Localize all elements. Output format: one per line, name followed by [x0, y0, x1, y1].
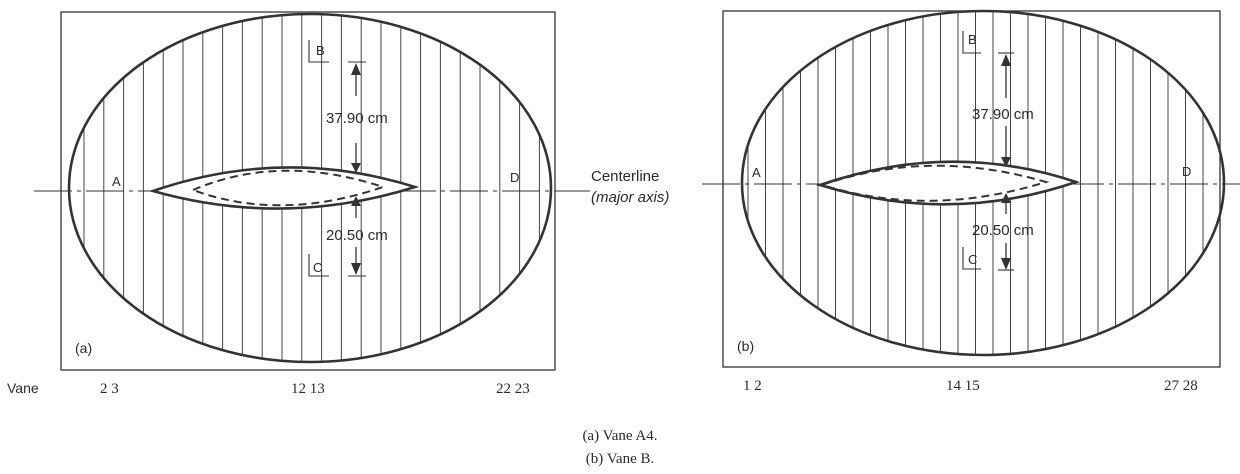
major-axis-label: (major axis)	[591, 189, 669, 206]
panel-b-dimension-lower: 20.50 cm	[972, 222, 1034, 239]
panel-b-vane-number-middle: 14 15	[946, 378, 980, 394]
panel-a-label-b: B	[316, 43, 325, 58]
panel-b-tag: (b)	[737, 338, 754, 354]
panel-b-c-marker	[962, 247, 981, 270]
panel-a-lower-arrowhead	[351, 263, 361, 275]
panel-a-upper-arrowhead-bottom	[351, 163, 361, 173]
panel-a-hub-dashed	[190, 169, 387, 207]
panel-a-vane-number-right: 22 23	[496, 381, 530, 397]
panel-b-label-d: D	[1182, 164, 1191, 179]
vane-row-label: Vane	[7, 380, 39, 396]
panel-b-upper-arrowhead	[1001, 54, 1011, 66]
panel-b-hub-outline	[815, 160, 1081, 206]
panel-a-label-c: C	[313, 260, 322, 275]
panel-b-ellipse	[740, 9, 1226, 357]
panel-b-lower-arrowhead	[1001, 258, 1011, 270]
panel-a-dimension-upper: 37.90 cm	[326, 110, 388, 127]
panel-a-vane-number-left: 2 3	[100, 381, 119, 397]
panel-b-hub-dashed	[818, 164, 1050, 202]
panel-b-label-c: C	[968, 252, 977, 267]
panel-b-upper-arrowhead-bottom	[1001, 157, 1011, 167]
panel-a-dimension-lower: 20.50 cm	[326, 227, 388, 244]
panel-a-c-marker	[308, 254, 329, 277]
panel-b-vane-number-left: 1 2	[743, 378, 762, 394]
panel-b-vane-number-right: 27 28	[1164, 378, 1198, 394]
panel-b-label-a: A	[752, 165, 761, 180]
panel-b-label-b: B	[968, 32, 977, 47]
panel-b-dimension-upper: 37.90 cm	[972, 106, 1034, 123]
panel-a: B C 37.90 cm 20.50 cm A D (a) 2 3 12 13 …	[34, 11, 590, 397]
panel-b-lower-arrowhead-top	[1001, 193, 1011, 203]
panel-a-vane-number-middle: 12 13	[291, 381, 325, 397]
centerline-label: Centerline	[591, 168, 659, 185]
panel-a-upper-arrowhead	[351, 63, 361, 75]
panel-a-b-marker	[308, 40, 329, 63]
caption-b: (b) Vane B.	[585, 451, 655, 467]
panel-a-label-a: A	[112, 174, 121, 189]
panel-a-ellipse	[67, 12, 553, 364]
panel-a-label-d: D	[510, 170, 519, 185]
panel-b-b-marker	[962, 31, 981, 54]
panel-a-tag: (a)	[75, 340, 92, 356]
panel-b: B C 37.90 cm 20.50 cm A D (b) 1 2 14 15 …	[702, 9, 1240, 394]
panel-a-lower-arrowhead-top	[351, 196, 361, 206]
panel-a-hub-outline	[148, 166, 420, 210]
caption-a: (a) Vane A4.	[582, 428, 658, 444]
